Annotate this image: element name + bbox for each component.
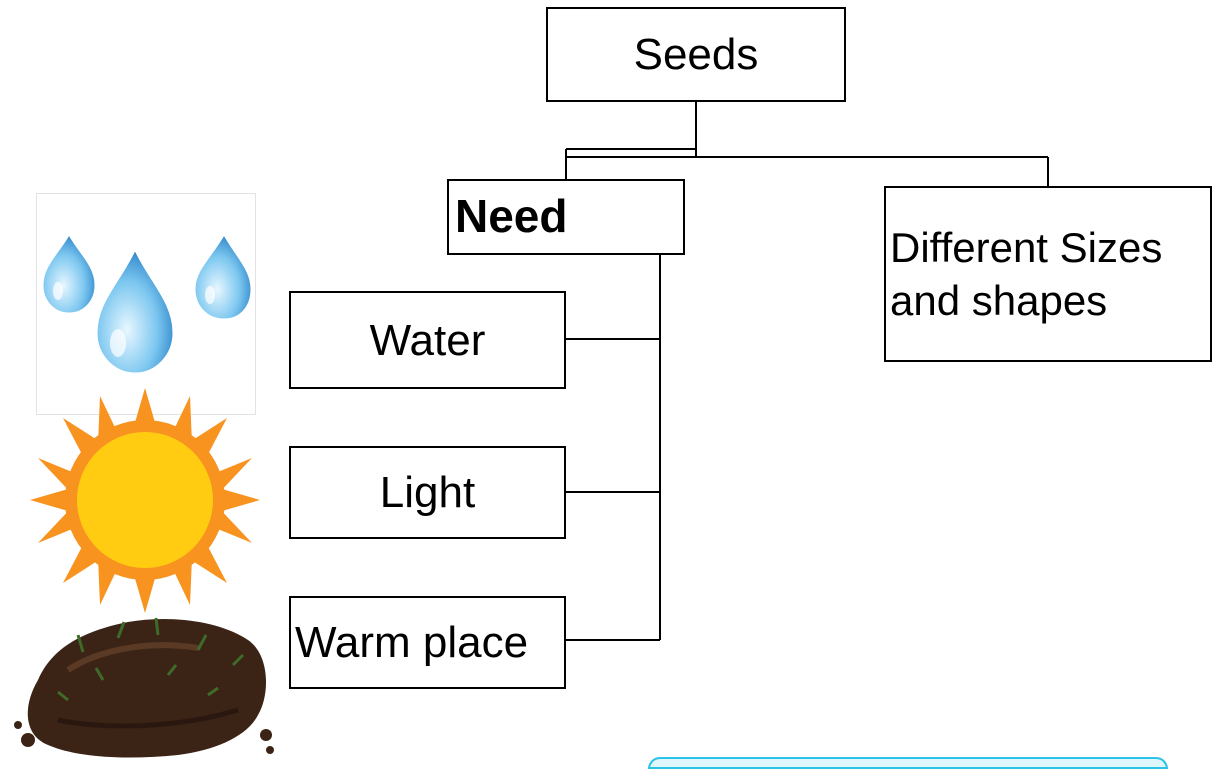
bottom-panel-edge [648, 757, 1168, 769]
need-light-label: Light [379, 468, 476, 517]
water-drops-icon [36, 193, 256, 415]
characteristics-line-1: Different Sizes [890, 224, 1163, 271]
need-warm-place-label: Warm place [295, 618, 529, 667]
sun-icon [30, 388, 260, 613]
seeds-label: Seeds [633, 30, 759, 79]
characteristics-box: Different Sizes and shapes [884, 186, 1212, 362]
need-light-box: Light [289, 446, 566, 539]
need-water-box: Water [289, 291, 566, 389]
seeds-box: Seeds [546, 7, 846, 102]
need-water-label: Water [369, 315, 486, 365]
need-box: Need [447, 179, 685, 255]
need-label: Need [455, 190, 568, 243]
characteristics-text: Different Sizes and shapes [890, 222, 1162, 327]
characteristics-line-2: and shapes [890, 276, 1108, 324]
need-warm-place-box: Warm place [289, 596, 566, 689]
soil-icon [14, 617, 274, 758]
